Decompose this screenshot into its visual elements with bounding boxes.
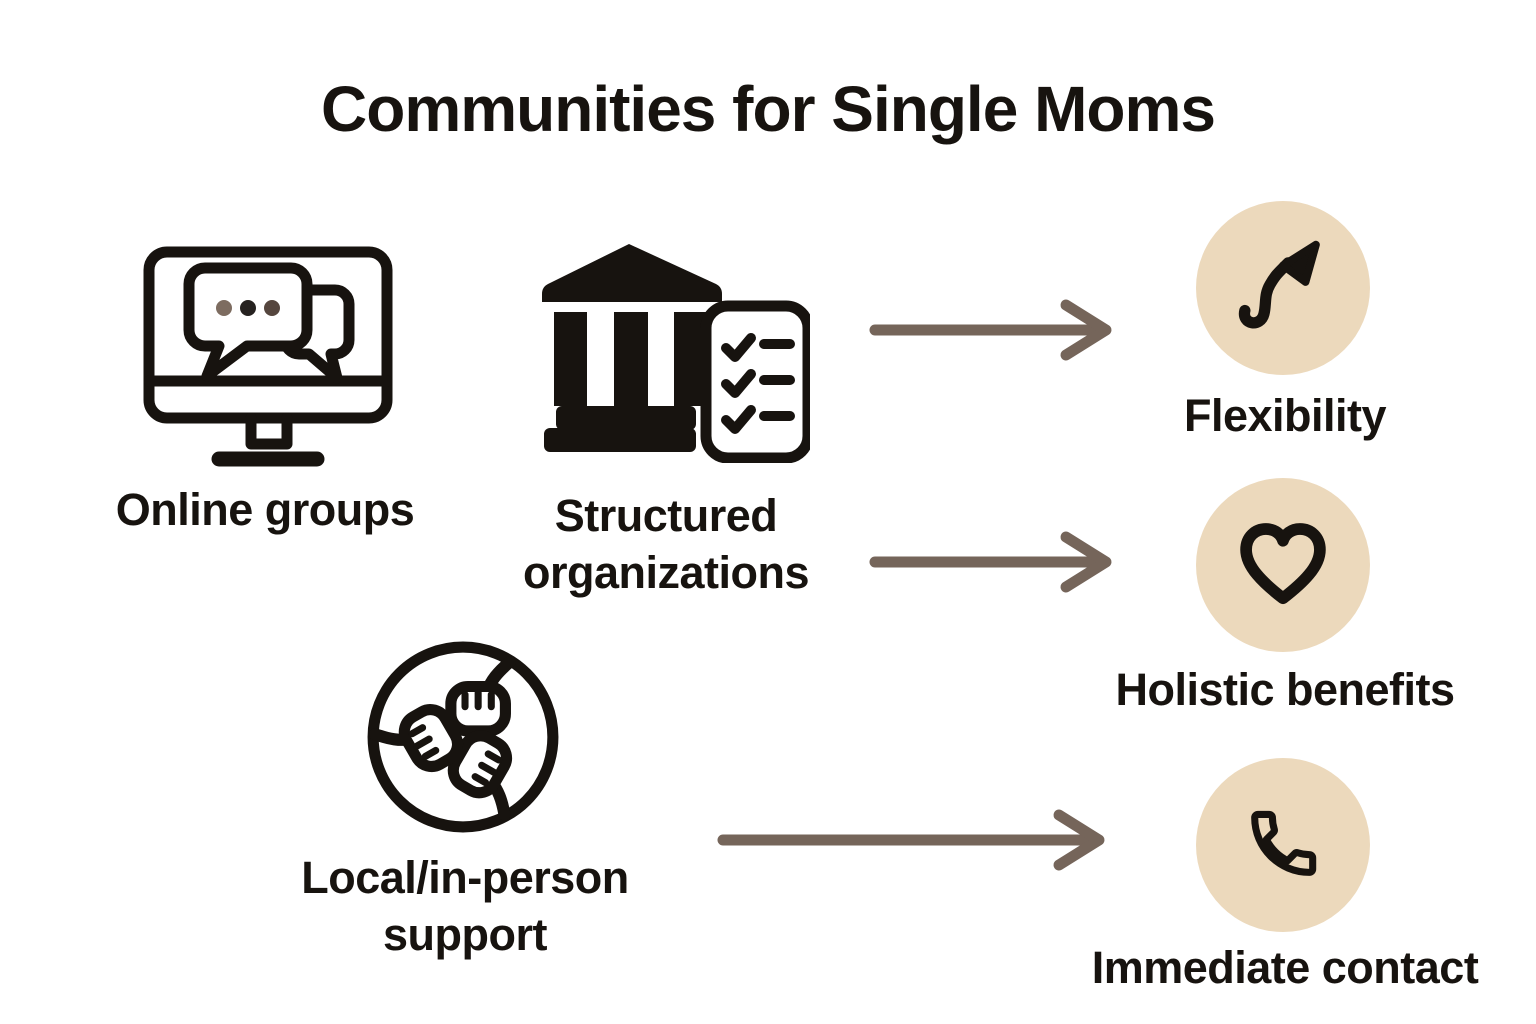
heart-icon [1240, 523, 1326, 605]
benefit-label-flexibility: Flexibility [1183, 390, 1387, 441]
phone-icon [1251, 810, 1317, 876]
source-label-online-groups: Online groups [115, 484, 415, 535]
flex-arrow-icon [1238, 240, 1320, 329]
benefit-label-holistic: Holistic benefits [1115, 664, 1455, 715]
source-label-local-support: Local/in-person support [301, 852, 629, 960]
benefit-label-immediate: Immediate contact [1091, 942, 1479, 993]
bank-checklist-icon [542, 244, 810, 463]
benefit-badge-flexibility [1196, 201, 1370, 375]
page-title: Communities for Single Moms [321, 73, 1216, 145]
flow-arrow-immediate [717, 809, 1105, 871]
flow-arrow-holistic [869, 531, 1112, 593]
monitor-chat-icon [143, 246, 393, 467]
benefit-badge-immediate [1196, 758, 1370, 932]
benefit-badge-holistic [1196, 478, 1370, 652]
flow-arrow-flexibility [869, 299, 1112, 361]
source-label-structured-organizations: Structured organizations [522, 490, 810, 598]
hands-unity-icon [367, 641, 559, 833]
